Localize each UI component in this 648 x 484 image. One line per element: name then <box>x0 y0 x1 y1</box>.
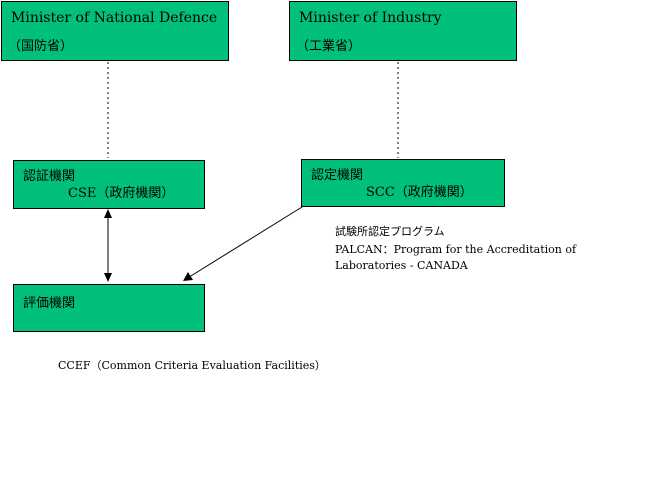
box-title: 認定機関 <box>311 168 364 183</box>
cse-certification-body-box: 認証機関 CSE（政府機関） <box>13 160 205 209</box>
box-subtitle: SCC（政府機関） <box>366 185 473 200</box>
arrowhead-diagonal <box>183 272 193 281</box>
evaluation-facility-box: 評価機関 <box>13 284 205 332</box>
box-subtitle: CSE（政府機関） <box>68 186 175 201</box>
ccef-label: CCEF（Common Criteria Evaluation Faciliti… <box>58 359 326 372</box>
box-subtitle: （国防省） <box>8 39 74 54</box>
arrowhead-down <box>104 273 112 282</box>
arrowhead-up <box>104 209 112 218</box>
box-title: Minister of Industry <box>299 10 442 26</box>
box-subtitle: （工業省） <box>296 39 362 54</box>
minister-of-national-defence-box: Minister of National Defence （国防省） <box>1 1 229 61</box>
scc-accreditation-body-box: 認定機関 SCC（政府機関） <box>301 159 505 207</box>
box-title: 評価機関 <box>23 296 76 311</box>
scc-to-evaluator-arrow <box>185 206 303 280</box>
box-title: 認証機関 <box>23 169 76 184</box>
palcan-label-line1: PALCAN：Program for the Accreditation of <box>335 243 577 256</box>
palcan-japanese-label: 試験所認定プログラム <box>335 225 445 238</box>
box-title: Minister of National Defence <box>11 10 218 26</box>
minister-of-industry-box: Minister of Industry （工業省） <box>289 1 517 61</box>
palcan-label-line2: Laboratories - CANADA <box>335 259 468 272</box>
